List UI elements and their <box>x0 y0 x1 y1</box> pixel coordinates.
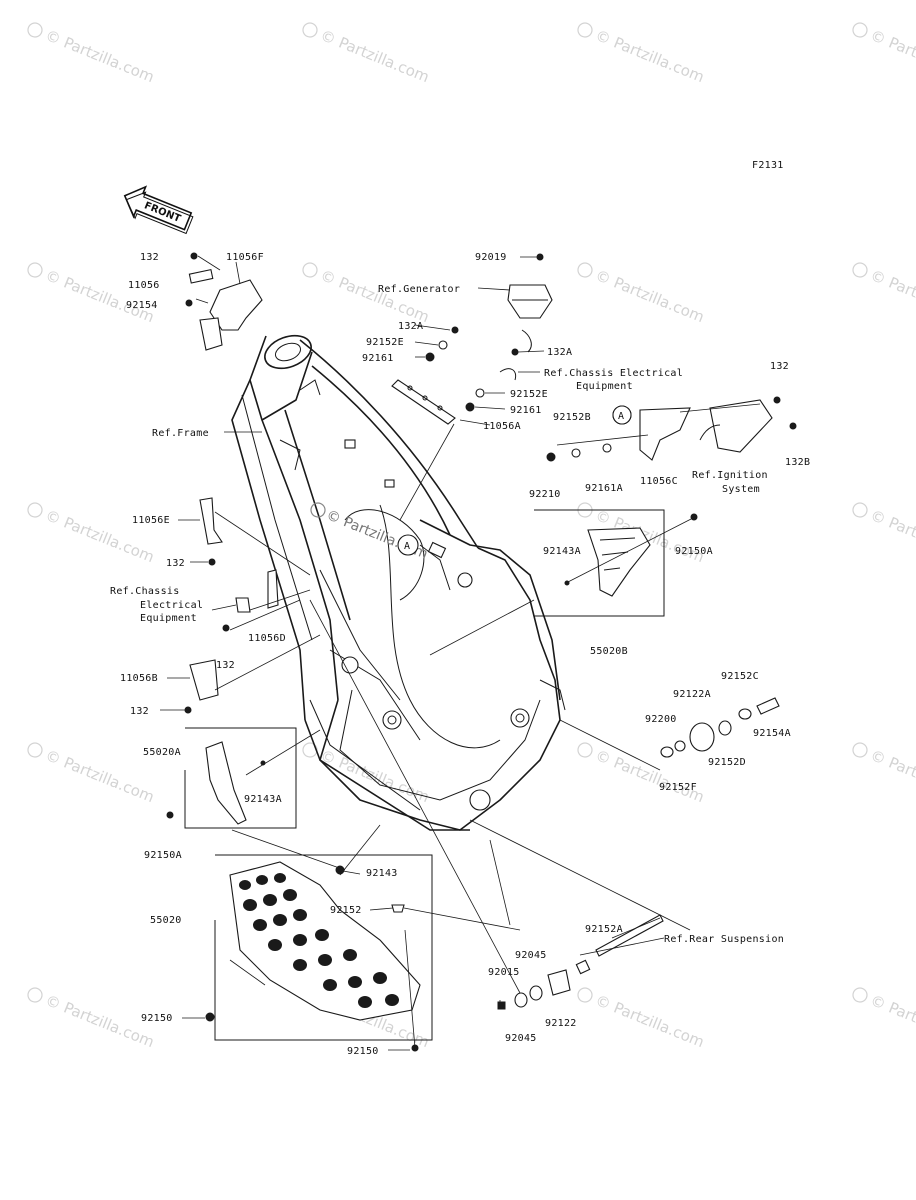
label-92161a: 92161A <box>585 483 623 494</box>
watermark-text: © Partzilla.com <box>43 991 157 1051</box>
label-92152f: 92152F <box>659 782 697 793</box>
watermark-text: © Partzilla.com <box>868 746 916 806</box>
motorcycle-frame <box>231 334 566 831</box>
label-132-right: 132 <box>770 361 789 372</box>
label-92150-2: 92150 <box>347 1046 379 1057</box>
label-132a-2: 132A <box>547 347 572 358</box>
watermark-text: © Partzilla.com <box>593 266 707 326</box>
label-ref-rear-suspension: Ref.Rear Suspension <box>664 934 784 945</box>
label-92152d: 92152D <box>708 757 746 768</box>
generator-bracket-group <box>391 253 553 425</box>
label-92200: 92200 <box>645 714 677 725</box>
bracket-11056f-group <box>185 252 263 351</box>
label-132-bot: 132 <box>130 706 149 717</box>
label-92150a-1: 92150A <box>675 546 713 557</box>
label-ref-generator: Ref.Generator <box>378 284 460 295</box>
label-92210: 92210 <box>529 489 561 500</box>
cover-55020b <box>534 509 698 617</box>
watermark-text: © Partzilla.com <box>43 746 157 806</box>
watermark-text: © Partzilla.com <box>868 26 916 86</box>
label-92154: 92154 <box>126 300 158 311</box>
watermark-text: © Partzilla.com <box>318 746 432 806</box>
leader-lines <box>160 256 696 1051</box>
left-brackets-group <box>184 497 279 714</box>
label-92150a-2: 92150A <box>144 850 182 861</box>
label-ref-ignition-b: System <box>722 484 760 495</box>
label-132-top: 132 <box>140 252 159 263</box>
watermark-text: © Partzilla.com <box>868 506 916 566</box>
label-92122: 92122 <box>545 1018 577 1029</box>
label-ref-chassis-2a: Ref.Chassis <box>110 586 180 597</box>
rear-suspension-parts <box>469 819 691 1010</box>
watermark-text: © Partzilla.com <box>868 991 916 1051</box>
label-92152b: 92152B <box>553 412 591 423</box>
label-92143a-1: 92143A <box>543 546 581 557</box>
label-11056e: 11056E <box>132 515 170 526</box>
callout-a-frame-label: A <box>404 541 410 552</box>
skid-plate-55020 <box>205 824 433 1052</box>
label-11056d: 11056D <box>248 633 286 644</box>
label-132-mid: 132 <box>166 558 185 569</box>
label-11056: 11056 <box>128 280 160 291</box>
label-92161-2: 92161 <box>510 405 542 416</box>
diagram-code: F2131 <box>752 160 784 171</box>
front-arrow-icon: FRONT <box>123 185 194 235</box>
label-ref-chassis-1a: Ref.Chassis Electrical <box>544 368 683 379</box>
label-92045-2: 92045 <box>505 1033 537 1044</box>
label-55020b: 55020B <box>590 646 628 657</box>
label-132-low: 132 <box>216 660 235 671</box>
skid-55020a <box>166 727 297 829</box>
label-11056f: 11056F <box>226 252 264 263</box>
watermark-text: © Partzilla.com <box>43 26 157 86</box>
label-132a-1: 132A <box>398 321 423 332</box>
label-11056a: 11056A <box>483 421 521 432</box>
label-92122a: 92122A <box>673 689 711 700</box>
watermark-text: © Partzilla.com <box>593 746 707 806</box>
label-ref-chassis-2b: Electrical <box>140 600 203 611</box>
center-watermark: © Partzilla.com <box>324 507 430 562</box>
part-labels: 132 11056F 11056 92154 92019 Ref.Generat… <box>110 252 810 1057</box>
label-92143a-2: 92143A <box>244 794 282 805</box>
label-ref-chassis-2c: Equipment <box>140 613 197 624</box>
label-ref-frame: Ref.Frame <box>152 428 209 439</box>
label-92152: 92152 <box>330 905 362 916</box>
label-ref-chassis-1b: Equipment <box>576 381 633 392</box>
label-92152a: 92152A <box>585 924 623 935</box>
label-132b: 132B <box>785 457 810 468</box>
label-92152c: 92152C <box>721 671 759 682</box>
label-11056b: 11056B <box>120 673 158 684</box>
label-55020a: 55020A <box>143 747 181 758</box>
ignition-bracket-group <box>546 396 797 462</box>
label-92152e-1: 92152E <box>366 337 404 348</box>
label-92150-1: 92150 <box>141 1013 173 1024</box>
label-92143: 92143 <box>366 868 398 879</box>
callout-a-frame <box>397 534 419 556</box>
label-92154a: 92154A <box>753 728 791 739</box>
watermark-text: © Partzilla.com <box>318 266 432 326</box>
callout-a-ignition-label: A <box>618 411 624 422</box>
label-55020: 55020 <box>150 915 182 926</box>
label-92161-1: 92161 <box>362 353 394 364</box>
watermark-text: © Partzilla.com <box>43 266 157 326</box>
watermark-text: © Partzilla.com <box>318 26 432 86</box>
label-92045-1: 92045 <box>515 950 547 961</box>
callout-a-ignition <box>612 405 632 425</box>
label-92019: 92019 <box>475 252 507 263</box>
label-92015: 92015 <box>488 967 520 978</box>
pivot-parts-group <box>559 697 780 771</box>
watermark-text: © Partzilla.com <box>593 991 707 1051</box>
watermark-text: © Partzilla.com <box>593 26 707 86</box>
watermark-text: © Partzilla.com <box>868 266 916 326</box>
label-ref-ignition-a: Ref.Ignition <box>692 470 768 481</box>
label-11056c: 11056C <box>640 476 678 487</box>
label-92152e-2: 92152E <box>510 389 548 400</box>
